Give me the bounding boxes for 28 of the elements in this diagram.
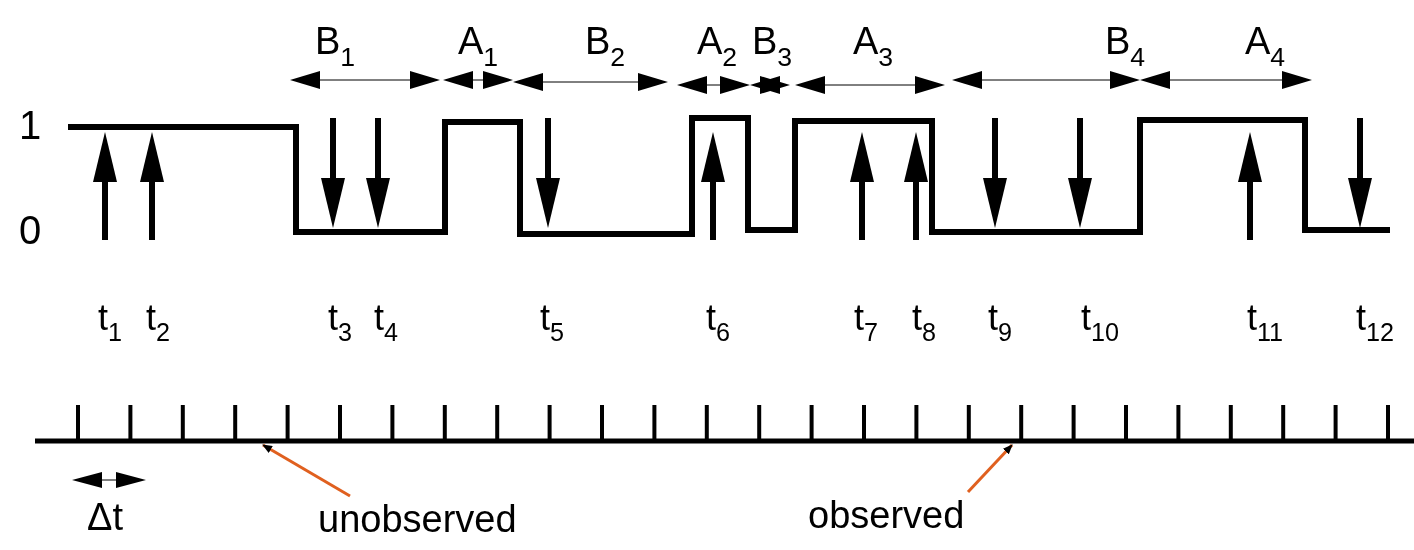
interval-label: A$_{4}$ xyxy=(1244,22,1286,71)
leader-arrow xyxy=(966,443,1014,494)
annotation-text: observed xyxy=(808,496,965,534)
time-label: t$_{10}$ xyxy=(1081,300,1119,346)
interval-label: B$_{2}$ xyxy=(584,22,626,71)
time-label: t$_{9}$ xyxy=(988,300,1012,346)
time-label: t$_{12}$ xyxy=(1356,300,1394,346)
time-label: t$_{8}$ xyxy=(912,300,936,346)
time-label: t$_{3}$ xyxy=(328,300,352,346)
time-axis xyxy=(35,405,1414,444)
time-label: t$_{5}$ xyxy=(540,300,564,346)
level-label: 0 xyxy=(18,210,42,250)
interval-label: A$_{2}$ xyxy=(696,22,738,71)
time-label: t$_{7}$ xyxy=(854,300,878,346)
interval-label: B$_{4}$ xyxy=(1104,22,1146,71)
interval-label: Δt xyxy=(87,498,123,536)
time-label: t$_{2}$ xyxy=(146,300,170,346)
time-label: t$_{4}$ xyxy=(374,300,398,346)
interval-label: B$_{1}$ xyxy=(314,22,356,71)
interval-label: A$_{3}$ xyxy=(852,22,894,71)
interval-label: B$_{3}$ xyxy=(751,22,793,71)
level-label: 1 xyxy=(18,105,42,145)
time-label: t$_{1}$ xyxy=(98,300,122,346)
interval-label: A$_{1}$ xyxy=(457,22,499,71)
time-label: t$_{11}$ xyxy=(1246,300,1284,346)
time-label: t$_{6}$ xyxy=(706,300,730,346)
leader-arrow xyxy=(262,443,351,498)
annotation-text: unobserved xyxy=(318,500,517,538)
